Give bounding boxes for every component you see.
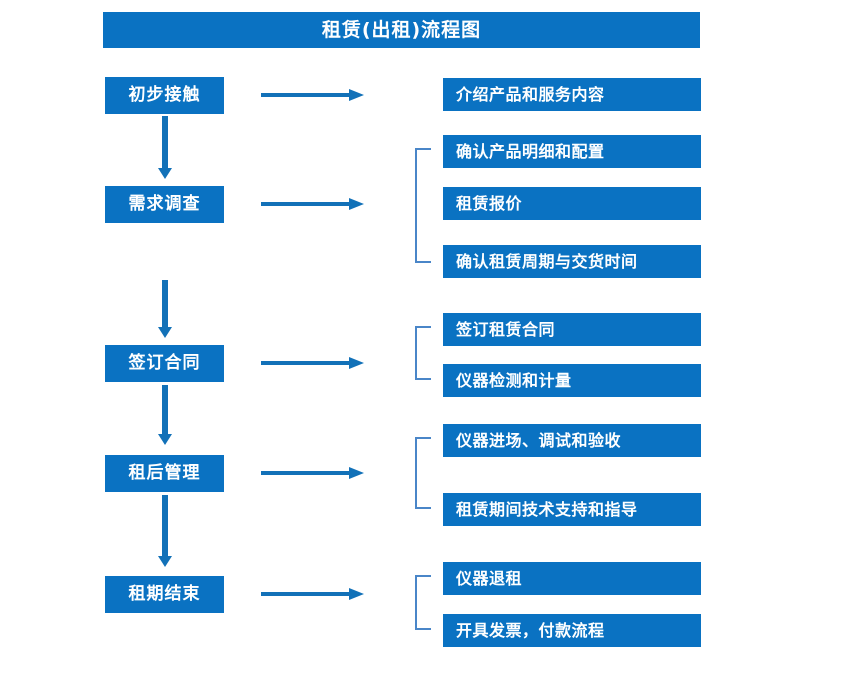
arrow-head [349, 198, 364, 210]
detail-box-instrument-inspection-metering[interactable]: 仪器检测和计量 [443, 364, 701, 397]
group-bracket-icon [415, 326, 431, 380]
detail-box-technical-support-during-rental[interactable]: 租赁期间技术支持和指导 [443, 493, 701, 526]
detail-box-confirm-product-details-config[interactable]: 确认产品明细和配置 [443, 135, 701, 168]
arrow-right-icon [261, 587, 364, 601]
page-title: 租赁(出租)流程图 [103, 12, 700, 48]
group-bracket-icon [415, 148, 431, 263]
detail-box-invoice-payment-process[interactable]: 开具发票，付款流程 [443, 614, 701, 647]
arrow-head [158, 168, 172, 179]
arrow-head [349, 467, 364, 479]
detail-box-rental-quotation[interactable]: 租赁报价 [443, 187, 701, 220]
arrow-right-icon [261, 356, 364, 370]
arrow-shaft [261, 93, 351, 97]
arrow-down-icon [158, 385, 172, 445]
detail-box-sign-rental-contract[interactable]: 签订租赁合同 [443, 313, 701, 346]
arrow-down-icon [158, 116, 172, 179]
arrow-head [158, 434, 172, 445]
arrow-right-icon [261, 197, 364, 211]
arrow-head [349, 588, 364, 600]
arrow-down-icon [158, 495, 172, 567]
arrow-shaft [162, 116, 168, 170]
stage-box-requirement-survey[interactable]: 需求调查 [105, 186, 224, 223]
arrow-right-icon [261, 88, 364, 102]
stage-box-rental-end[interactable]: 租期结束 [105, 576, 224, 613]
arrow-head [349, 357, 364, 369]
arrow-shaft [162, 495, 168, 558]
arrow-shaft [261, 592, 351, 596]
detail-box-confirm-rental-period-delivery[interactable]: 确认租赁周期与交货时间 [443, 245, 701, 278]
detail-box-instrument-entry-commissioning-acceptance[interactable]: 仪器进场、调试和验收 [443, 424, 701, 457]
arrow-head [349, 89, 364, 101]
arrow-head [158, 556, 172, 567]
arrow-down-icon [158, 280, 172, 338]
detail-box-instrument-return[interactable]: 仪器退租 [443, 562, 701, 595]
arrow-shaft [261, 202, 351, 206]
stage-box-post-rental-management[interactable]: 租后管理 [105, 455, 224, 492]
arrow-shaft [261, 361, 351, 365]
arrow-head [158, 327, 172, 338]
arrow-right-icon [261, 466, 364, 480]
detail-box-introduce-products-services[interactable]: 介绍产品和服务内容 [443, 78, 701, 111]
arrow-shaft [162, 280, 168, 329]
arrow-shaft [162, 385, 168, 436]
group-bracket-icon [415, 575, 431, 630]
arrow-shaft [261, 471, 351, 475]
group-bracket-icon [415, 437, 431, 509]
stage-box-initial-contact[interactable]: 初步接触 [105, 77, 224, 114]
stage-box-sign-contract[interactable]: 签订合同 [105, 345, 224, 382]
